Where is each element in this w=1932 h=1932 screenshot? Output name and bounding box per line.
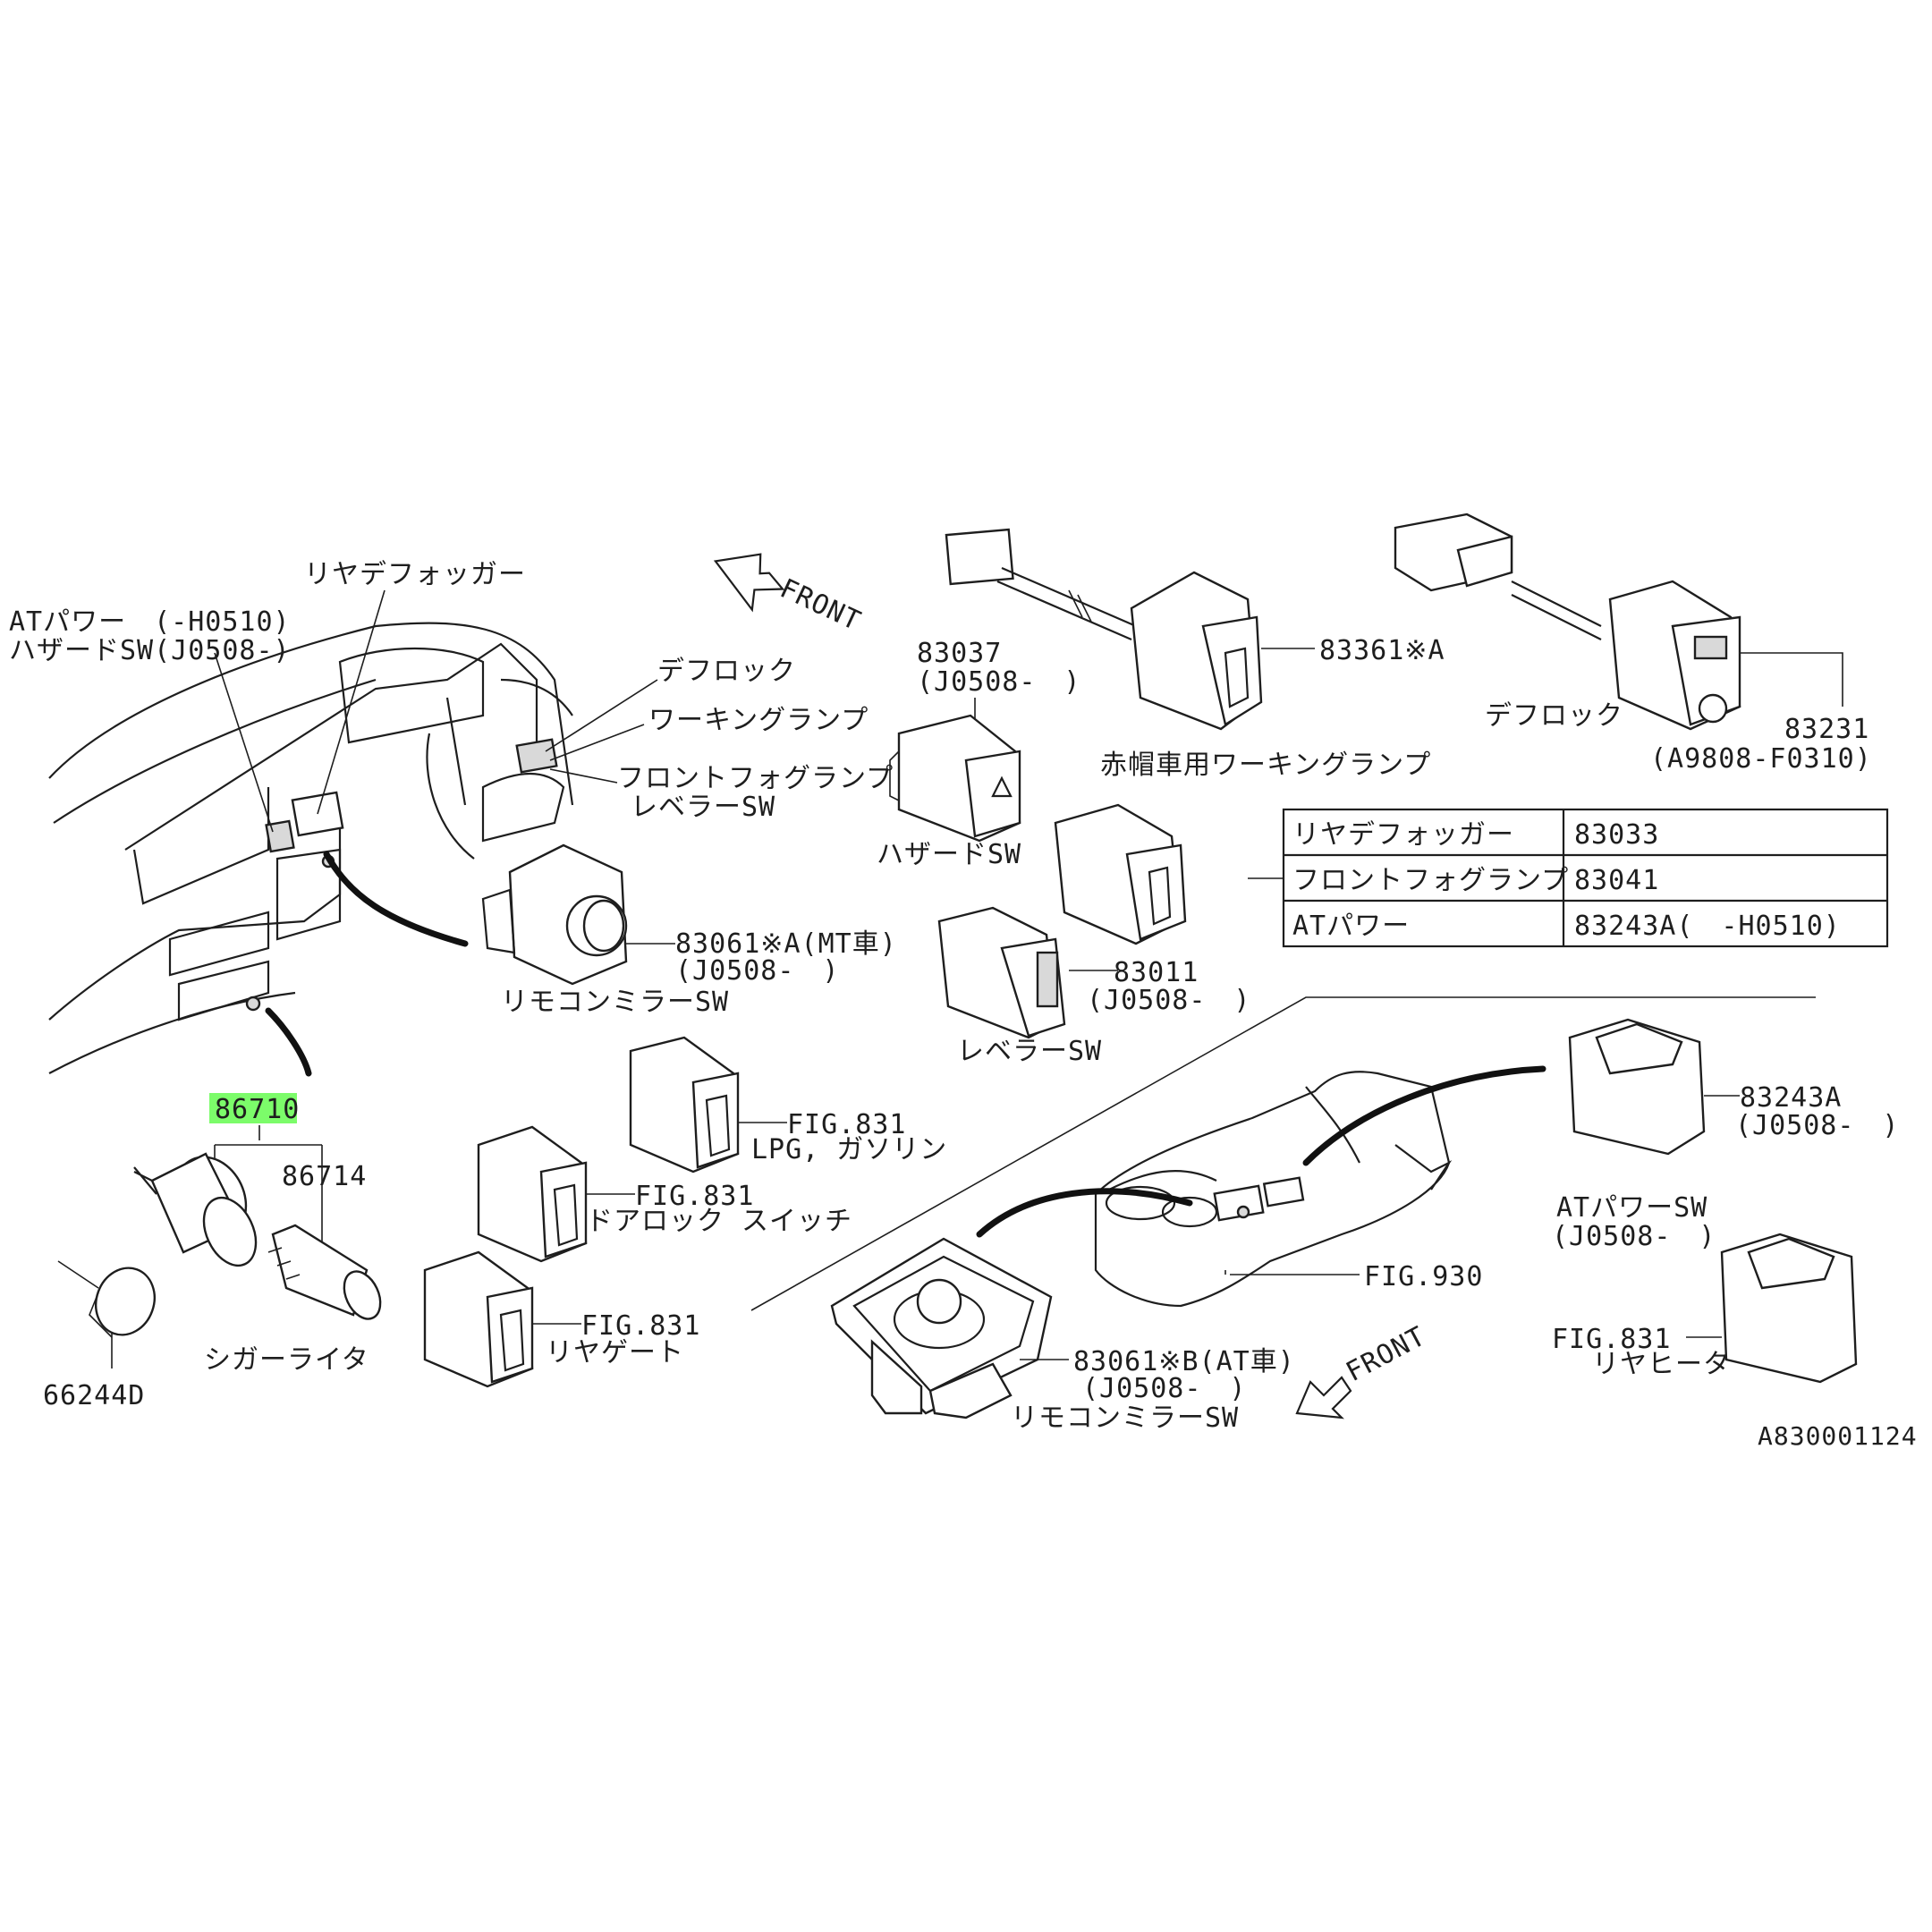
part-86710: 86710	[215, 1094, 300, 1125]
pointer-to-remocon-a	[323, 851, 469, 947]
front-arrow-bottom: FRONT	[1295, 1320, 1431, 1419]
table-row-code: 83243A( -H0510)	[1574, 911, 1841, 942]
label-rear-heater: リヤヒータ	[1592, 1349, 1731, 1380]
front-label-top: FRONT	[775, 573, 866, 638]
label-lpg-gasoline: LPG, ガソリン	[751, 1134, 947, 1165]
part-83037: 83037	[917, 638, 1002, 669]
center-console-illustration: FIG.930	[1094, 1071, 1483, 1308]
table-row-name: リヤデフォッガー	[1292, 819, 1514, 851]
label-remocon-a: リモコンミラーSW	[501, 987, 729, 1018]
callout-rear-defogger: リヤデフォッガー	[304, 559, 526, 590]
label-hazard-sw: ハザードSW	[877, 839, 1021, 870]
part-83361a: 83361※A	[1319, 635, 1445, 666]
part-83011-range: (J0508- )	[1087, 985, 1251, 1016]
table-row-code: 83033	[1574, 819, 1659, 851]
front-arrow-top: FRONT	[713, 553, 866, 638]
ref-fig831-gate: FIG.831	[581, 1310, 700, 1342]
remocon-mirror-sw-a: 83061※A(MT車) (J0508- ) リモコンミラーSW	[481, 843, 897, 1018]
ref-fig831-heater: FIG.831	[1552, 1324, 1671, 1355]
callout-def-lock: デフロック	[657, 656, 796, 687]
label-rear-gate: リヤゲート	[546, 1337, 684, 1368]
label-door-lock-switch: ドアロック スイッチ	[586, 1206, 852, 1237]
part-83061a: 83061※A(MT車)	[675, 928, 897, 960]
section-divider	[750, 996, 1816, 1311]
working-lamp-switch-group: 83361※A 赤帽車用ワーキングランプ	[945, 528, 1445, 781]
cigar-lighter-group: 86710 86714 66244D シガーライタ	[43, 1093, 382, 1411]
label-remocon-b: リモコンミラーSW	[1011, 1402, 1239, 1434]
label-def-lock: デフロック	[1485, 700, 1623, 732]
drawing-code: A830001124	[1758, 1421, 1918, 1451]
label-cigar-lighter: シガーライタ	[204, 1344, 369, 1376]
table-row-code: 83041	[1574, 865, 1659, 896]
front-label-bottom: FRONT	[1341, 1320, 1431, 1388]
callout-at-power: ATパワー (-H0510)	[9, 606, 291, 638]
highlight-86710	[209, 1093, 297, 1123]
hazard-switch-group: 83037 (J0508- ) ハザードSW	[877, 638, 1081, 870]
dashboard-leaders	[214, 589, 658, 833]
part-83243a: 83243A	[1740, 1082, 1842, 1114]
ref-fig831-lpg: FIG.831	[787, 1109, 906, 1140]
part-83231-range: (A9808-F0310)	[1650, 743, 1872, 775]
def-lock-switch-group: デフロック 83231 (A9808-F0310)	[1394, 513, 1872, 775]
label-leveler-sw: レベラーSW	[957, 1036, 1102, 1067]
dashboard-illustration	[48, 622, 574, 1074]
label-akabo-working-lamp: 赤帽車用ワーキングランプ	[1100, 750, 1431, 781]
part-83011: 83011	[1114, 957, 1199, 988]
part-83231: 83231	[1784, 714, 1869, 745]
fig831-lpg-switch: FIG.831 LPG, ガソリン	[629, 1036, 947, 1174]
label-at-power-sw-range: (J0508- )	[1552, 1221, 1716, 1252]
callout-hazard-sw: ハザードSW(J0508-)	[9, 635, 291, 666]
table-row-name: フロントフォグランプ	[1292, 865, 1569, 896]
part-83061a-range: (J0508- )	[675, 955, 840, 987]
fig831-door-lock-switch: FIG.831 ドアロック スイッチ	[477, 1125, 852, 1263]
at-power-switch-group: 83243A (J0508- ) ATパワーSW (J0508- )	[1552, 1018, 1900, 1252]
table-row-name: ATパワー	[1292, 911, 1410, 942]
part-83243a-range: (J0508- )	[1735, 1110, 1900, 1141]
ref-fig930: FIG.930	[1364, 1261, 1483, 1292]
pointer-to-at-power-sw	[1302, 1065, 1546, 1166]
leveler-switch-group: 83011 (J0508- ) レベラーSW	[937, 906, 1251, 1067]
callout-front-fog: フロントフォグランプ	[617, 763, 894, 794]
pointer-to-remocon-b	[976, 1188, 1193, 1238]
part-83037-range: (J0508- )	[917, 666, 1081, 698]
part-number-table: リヤデフォッガー 83033 フロントフォグランプ 83041 ATパワー 83…	[1248, 808, 1889, 948]
part-83061b: 83061※B(AT車)	[1073, 1346, 1295, 1377]
pointer-to-cigar	[265, 1007, 312, 1077]
remocon-mirror-sw-b: 83061※B(AT車) (J0508- ) リモコンミラーSW	[830, 1237, 1295, 1434]
fig831-rear-gate-switch: FIG.831 リヤゲート	[423, 1250, 700, 1388]
ref-fig831-door: FIG.831	[635, 1181, 754, 1212]
part-83061b-range: (J0508- )	[1082, 1373, 1247, 1404]
part-86714: 86714	[282, 1161, 367, 1192]
fig831-rear-heater-switch: FIG.831 リヤヒータ	[1552, 1233, 1858, 1384]
label-at-power-sw: ATパワーSW	[1556, 1192, 1707, 1224]
part-66244d: 66244D	[43, 1380, 145, 1411]
callout-leveler-sw: レベラーSW	[631, 792, 775, 823]
callout-working-lamp: ワーキングランプ	[648, 705, 869, 736]
table-switch-drawing	[1054, 803, 1187, 945]
